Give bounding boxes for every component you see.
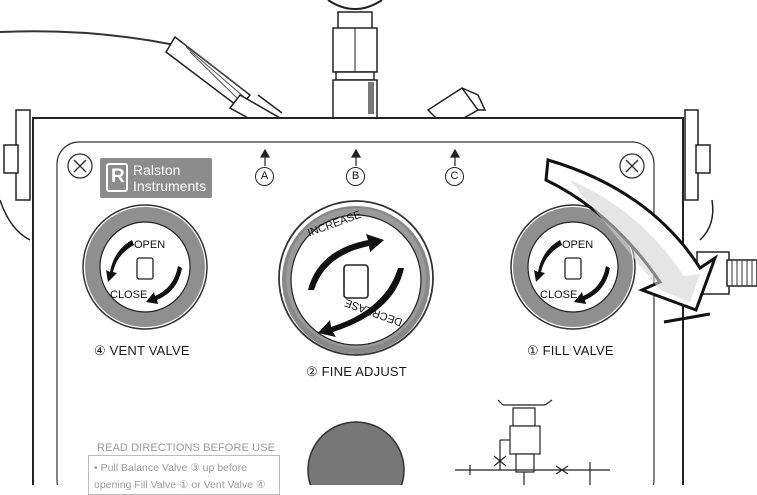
center-fitting: [332, 11, 378, 119]
vent-valve-label: ④ VENT VALVE: [94, 343, 190, 358]
balance-valve-knob[interactable]: [307, 421, 405, 485]
port-c-label: C: [445, 167, 464, 186]
schematic-icon: [455, 399, 610, 485]
directions-title: READ DIRECTIONS BEFORE USE: [97, 442, 276, 454]
rotation-arrow-icon: [308, 234, 404, 337]
directions-box: • Pull Balance Valve ③ up before opening…: [88, 455, 280, 495]
vent-close-text: CLOSE: [110, 289, 148, 301]
directions-line1: • Pull Balance Valve ③ up before: [94, 462, 247, 474]
fill-open-text: OPEN: [562, 239, 594, 251]
fill-valve-label: ① FILL VALVE: [527, 343, 614, 358]
fill-close-text: CLOSE: [540, 289, 578, 301]
port-b-label: B: [346, 167, 365, 186]
ralston-logo: R Ralston Instruments: [100, 158, 212, 198]
left-hose-fitting: [165, 35, 283, 131]
directions-line2: opening Fill Valve ① or Vent Valve ④: [94, 479, 266, 491]
ralston-mark-icon: R: [106, 163, 128, 192]
vent-valve-knob[interactable]: [82, 204, 208, 330]
pump-diagram: [0, 0, 757, 485]
port-a-label: A: [255, 167, 274, 186]
fine-adjust-label: ② FINE ADJUST: [306, 364, 407, 379]
fine-adjust-knob[interactable]: [278, 200, 434, 356]
connect-arrow-icon: [544, 158, 718, 324]
fill-valve-knob[interactable]: [510, 204, 636, 330]
vent-open-text: OPEN: [134, 239, 166, 251]
logo-line2: Instruments: [133, 178, 207, 194]
ralston-logo-icon: [136, 257, 582, 299]
logo-line1: Ralston: [133, 162, 181, 178]
rotation-arrow-icon: [106, 240, 182, 304]
screw-icon: [619, 153, 645, 179]
screw-icon: [67, 153, 93, 179]
rotation-arrow-icon: [534, 240, 610, 304]
